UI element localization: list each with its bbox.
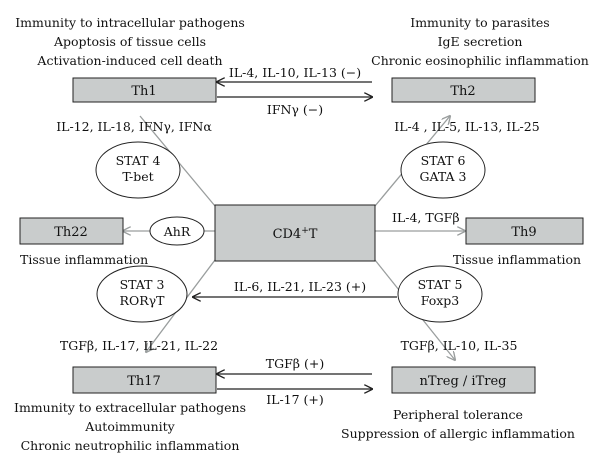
stat6-gata3-ellipse [400,141,486,199]
th17-function-1: Immunity to extracellular pathogens [14,400,246,415]
treg-function-list: Peripheral tolerance Suppression of alle… [341,407,575,441]
th9-function: Tissue inflammation [453,252,581,267]
stat5-foxp3-ellipse [397,265,483,323]
th22-function: Tissue inflammation [20,252,148,267]
stat3-inducing-cytokines: IL-6, IL-21, IL-23 (+) [234,279,366,294]
treg-function-1: Peripheral tolerance [393,407,523,422]
treg-to-th17-cytokines: TGFβ (+) [266,356,324,371]
th2-function-1: Immunity to parasites [410,15,549,30]
th9-node-box [465,217,584,245]
treg-node-box [391,366,536,394]
cd4-text: CD4 [273,227,302,242]
th2-function-2: IgE secretion [438,34,523,49]
cd4-t-node-box [214,204,376,262]
th17-node-box [72,366,217,394]
stat4-label: STAT 4 [116,153,161,168]
ahr-label: AhR [163,224,191,239]
cd4-t-suffix: T [309,227,318,242]
stat3-label: STAT 3 [120,277,165,292]
th22-node-box [19,217,124,245]
th17-node-label: Th17 [127,374,161,389]
th1-function-3: Activation-induced cell death [36,53,222,68]
ahr-ellipse [149,216,205,246]
th2-node-box [391,77,536,103]
th1-inducing-cytokines: IL-12, IL-18, IFNγ, IFNα [56,119,212,134]
treg-function-2: Suppression of allergic inflammation [341,426,575,441]
th2-to-th1-cytokines: IL-4, IL-10, IL-13 (−) [229,65,361,80]
th9-inducing-cytokines: IL-4, TGFβ [392,210,460,225]
th1-to-th2-cytokines: IFNγ (−) [267,102,323,117]
th1-function-list: Immunity to intracellular pathogens Apop… [15,15,245,68]
th2-function-list: Immunity to parasites IgE secretion Chro… [371,15,589,68]
cd4-superscript: + [301,226,309,236]
th17-inducing-cytokines: TGFβ, IL-17, IL-21, IL-22 [60,338,218,353]
rorgt-label: RORγT [120,293,166,308]
th17-function-2: Autoimmunity [84,419,175,434]
stat5-label: STAT 5 [418,277,463,292]
th9-node-label: Th9 [511,225,536,240]
th17-to-treg-cytokines: IL-17 (+) [266,392,324,407]
th2-node-label: Th2 [450,84,475,99]
th17-function-3: Chronic neutrophilic inflammation [21,438,240,453]
cd4-t-node-label: CD4+T [273,226,318,242]
stat3-rorgt-ellipse [96,265,188,323]
stat4-tbet-ellipse [95,141,181,199]
treg-inducing-cytokines: TGFβ, IL-10, IL-35 [401,338,518,353]
foxp3-label: Foxp3 [421,293,460,308]
stat6-label: STAT 6 [421,153,466,168]
th1-function-1: Immunity to intracellular pathogens [15,15,245,30]
th1-function-2: Apoptosis of tissue cells [53,34,206,49]
th22-node-label: Th22 [54,225,88,240]
treg-node-label: nTreg / iTreg [420,374,507,389]
th2-inducing-cytokines: IL-4 , IL-5, IL-13, IL-25 [394,119,539,134]
th17-function-list: Immunity to extracellular pathogens Auto… [14,400,246,453]
th1-node-label: Th1 [131,84,156,99]
th1-node-box [72,77,217,103]
gata3-label: GATA 3 [420,169,467,184]
th2-function-3: Chronic eosinophilic inflammation [371,53,589,68]
tbet-label: T-bet [122,169,153,184]
